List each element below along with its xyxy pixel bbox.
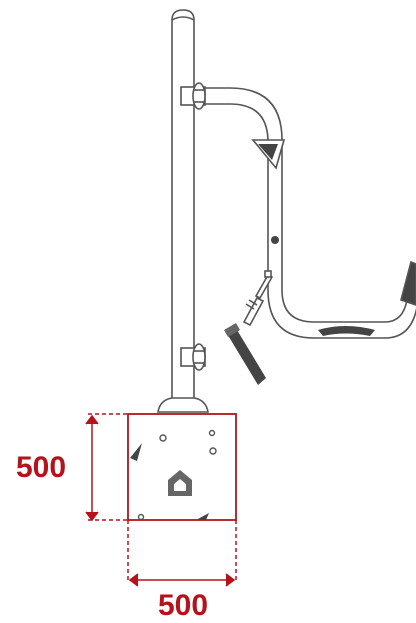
lower-clamp <box>180 343 206 371</box>
swing-arm <box>205 87 416 339</box>
height-dimension <box>85 413 128 522</box>
backrest <box>400 260 416 306</box>
base-plate <box>127 413 237 521</box>
width-dimension-label: 500 <box>158 589 208 622</box>
main-post <box>157 9 209 413</box>
foot-pedal <box>224 323 266 385</box>
damper-rod <box>242 270 274 327</box>
height-dimension-label: 500 <box>16 451 66 484</box>
width-dimension <box>127 520 237 587</box>
arm-bracket <box>251 139 286 170</box>
pivot-bolt <box>271 236 279 244</box>
seat <box>318 326 375 336</box>
upper-clamp <box>180 82 206 110</box>
